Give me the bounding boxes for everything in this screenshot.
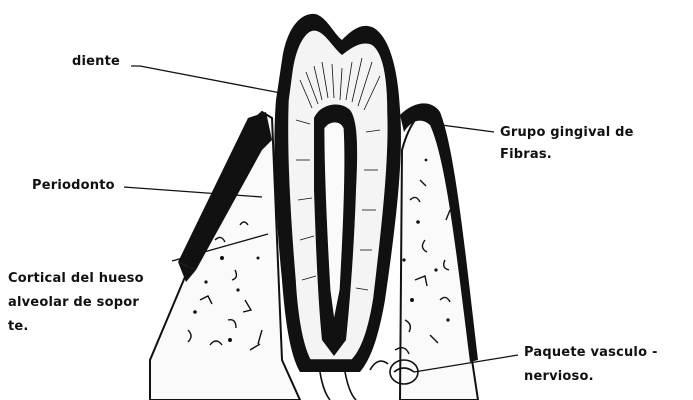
label-grupo-gingival-line1: Grupo gingival de bbox=[500, 124, 634, 141]
label-diente: diente bbox=[72, 53, 120, 70]
label-grupo-gingival-line2: Fibras. bbox=[500, 146, 552, 163]
label-cortical-line2: alveolar de sopor bbox=[8, 294, 139, 311]
label-cortical-line1: Cortical del hueso bbox=[8, 270, 144, 287]
tooth bbox=[274, 14, 401, 372]
label-paquete-line1: Paquete vasculo - bbox=[524, 344, 658, 361]
label-paquete-line2: nervioso. bbox=[524, 368, 594, 385]
label-cortical-line3: te. bbox=[8, 318, 29, 335]
label-periodonto: Periodonto bbox=[32, 177, 115, 194]
leader-diente bbox=[131, 66, 286, 94]
